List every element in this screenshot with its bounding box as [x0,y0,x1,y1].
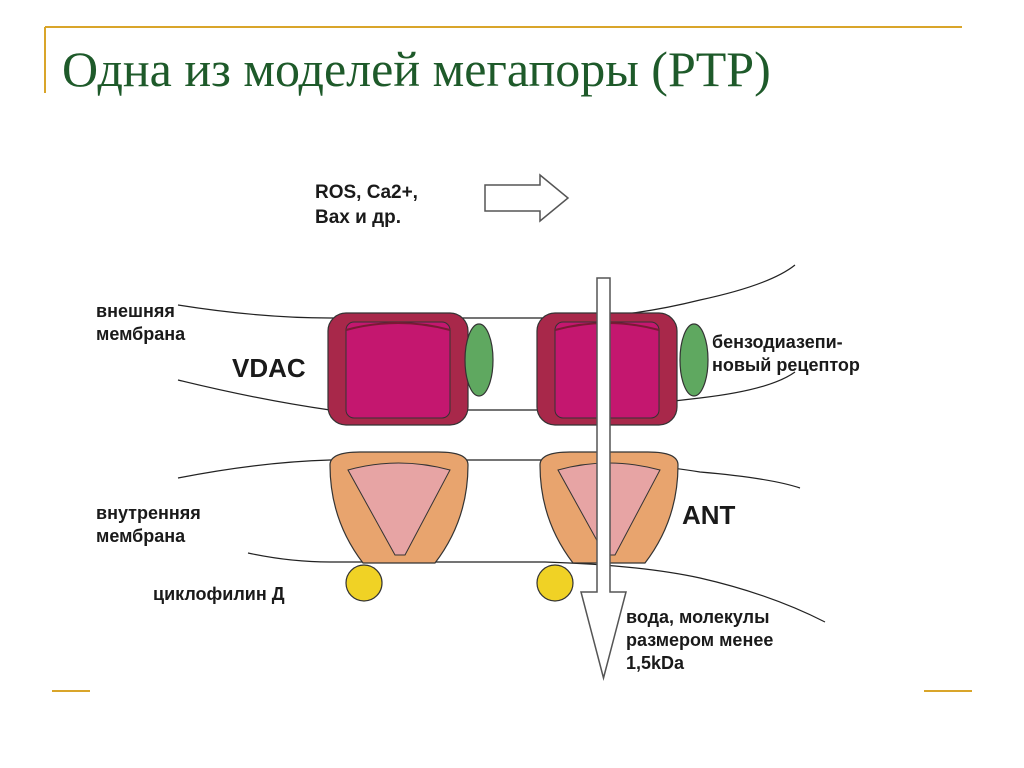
stimulus-label: ROS, Ca2+, Bax и др. [315,180,418,230]
flow-arrow [580,277,627,681]
stimulus-line-2: Bax и др. [315,207,402,228]
inner-membrane-line-2: мембрана [96,526,186,546]
receptor-left [464,323,494,397]
cyclophilin-right [536,564,574,602]
slide-title: Одна из моделей мегапоры (PTP) [62,41,771,97]
flow-line-2: размером менее [626,630,774,650]
outer-membrane-line-2: мембрана [96,324,186,344]
flow-line-3: 1,5kDa [626,653,685,673]
outer-membrane-label: внешняя мембрана [96,300,185,346]
flow-line-1: вода, молекулы [626,607,770,627]
vdac-label: VDAC [232,353,306,383]
outer-membrane-line-1: внешняя [96,301,175,321]
receptor-line-1: бензодиазепи- [712,332,843,352]
receptor-label: бензодиазепи- новый рецептор [712,331,860,377]
inner-membrane-bottom-line [247,552,826,623]
receptor-right [679,323,709,397]
cyclophilin-label: циклофилин Д [153,584,285,604]
vdac-left [327,312,469,426]
flow-label: вода, молекулы размером менее 1,5kDa [626,606,773,675]
ant-left [329,451,469,564]
inner-membrane-line-1: внутренняя [96,503,201,523]
stimulus-line-1: ROS, Ca2+, [315,182,418,203]
inner-membrane-top-line [177,459,801,489]
outer-membrane-top-line [177,264,796,319]
inner-membrane-label: внутренняя мембрана [96,502,201,548]
ant-label: ANT [682,500,736,530]
stimulus-arrow [484,173,570,223]
cyclophilin-left [345,564,383,602]
receptor-line-2: новый рецептор [712,355,860,375]
